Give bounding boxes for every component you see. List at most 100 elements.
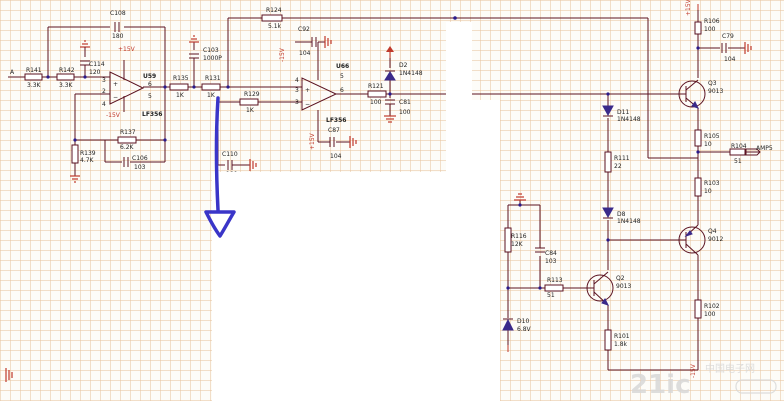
svg-text:1000P: 1000P — [203, 55, 222, 62]
opamp-u59: + − U59 LF356 +15V -15V 3 2 4 6 5 — [102, 46, 162, 119]
resistor-r137: R137 6.2K — [117, 129, 137, 151]
svg-text:3.3K: 3.3K — [59, 82, 74, 89]
svg-text:100: 100 — [370, 99, 382, 106]
svg-text:100: 100 — [399, 109, 411, 116]
svg-text:R141: R141 — [26, 67, 42, 74]
transistor-q4: Q4 9012 — [678, 224, 723, 256]
svg-text:中国电子网: 中国电子网 — [705, 362, 755, 375]
svg-text:C106: C106 — [132, 155, 148, 162]
transistor-q3: Q3 9013 — [678, 79, 723, 109]
svg-text:R111: R111 — [614, 155, 630, 162]
svg-text:51: 51 — [547, 292, 555, 299]
capacitor-c87: C87 104 — [328, 127, 342, 160]
u59-neg-supply: -15V — [106, 112, 121, 119]
resistor-r104: R104 51 — [729, 143, 747, 165]
svg-text:−: − — [305, 101, 310, 108]
svg-text:−: − — [113, 94, 118, 101]
svg-text:10: 10 — [704, 188, 712, 195]
output-port — [744, 148, 761, 156]
svg-text:D10: D10 — [517, 318, 529, 325]
capacitor-c81: C81 100 — [385, 99, 411, 116]
svg-text:3: 3 — [295, 87, 299, 94]
svg-text:C81: C81 — [399, 99, 411, 106]
svg-text:R104: R104 — [731, 143, 747, 150]
ground-symbols — [5, 4, 752, 382]
resistor-r103: R103 10 — [694, 177, 720, 197]
resistor-r129: R129 1K — [239, 91, 260, 114]
svg-text:D2: D2 — [399, 62, 408, 69]
resistor-r113: R113 51 — [544, 277, 564, 299]
svg-text:C87: C87 — [328, 127, 340, 134]
svg-text:R131: R131 — [205, 75, 221, 82]
u59-pos-supply: +15V — [118, 46, 136, 53]
svg-text:2: 2 — [102, 88, 106, 95]
svg-text:5: 5 — [148, 93, 152, 100]
opamp-u66-name: U66 — [336, 63, 349, 70]
svg-text:C108: C108 — [110, 10, 126, 17]
svg-text:D11: D11 — [617, 109, 629, 116]
svg-text:R135: R135 — [173, 75, 189, 82]
watermark: 21ic 中国电子网 — [630, 362, 777, 400]
svg-text:R137: R137 — [120, 129, 136, 136]
resistor-r105: R105 10 — [694, 129, 720, 148]
svg-text:D8: D8 — [617, 211, 626, 218]
resistor-r131: R131 1K — [201, 75, 221, 99]
svg-text:100: 100 — [704, 26, 716, 33]
output-label: AMP5 — [756, 145, 773, 152]
svg-text:R121: R121 — [368, 83, 384, 90]
svg-text:4.7K: 4.7K — [80, 157, 95, 164]
resistor-r116: R116 12K — [504, 227, 527, 253]
svg-text:9013: 9013 — [708, 88, 723, 95]
svg-text:R103: R103 — [704, 180, 720, 187]
svg-text:100: 100 — [704, 311, 716, 318]
svg-text:R101: R101 — [614, 333, 630, 340]
svg-text:3: 3 — [102, 77, 106, 84]
transistor-q2: Q2 9013 — [586, 271, 631, 306]
diode-d8: D8 1N4148 — [602, 207, 641, 225]
svg-text:C84: C84 — [545, 250, 557, 257]
svg-text:104: 104 — [330, 153, 342, 160]
capacitor-c114: C114 120 — [80, 60, 105, 76]
resistor-r142: R142 3.3K — [56, 67, 75, 89]
resistor-r135: R135 1K — [169, 75, 189, 99]
capacitor-c92: C92 104 — [298, 26, 317, 57]
svg-text:R116: R116 — [511, 233, 527, 240]
opamp-u66-part: LF356 — [326, 117, 346, 124]
resistor-r121: R121 100 — [367, 83, 387, 106]
svg-text:10: 10 — [704, 141, 712, 148]
resistor-r106: R106 100 — [694, 18, 720, 35]
capacitor-c106: C106 103 — [123, 155, 148, 171]
svg-text:103: 103 — [134, 164, 146, 171]
capacitor-c79: C79 104 — [721, 33, 736, 63]
svg-text:22: 22 — [614, 163, 622, 170]
opamp-u59-name: U59 — [143, 73, 156, 80]
svg-text:1.8k: 1.8k — [614, 341, 628, 348]
svg-text:R142: R142 — [59, 67, 75, 74]
svg-text:R129: R129 — [244, 91, 260, 98]
svg-text:120: 120 — [89, 69, 101, 76]
svg-text:6: 6 — [148, 81, 152, 88]
capacitor-c84: C84 103 — [535, 247, 557, 265]
svg-text:103: 103 — [545, 258, 557, 265]
svg-text:3.3K: 3.3K — [27, 82, 42, 89]
svg-text:4: 4 — [295, 77, 299, 84]
svg-text:12K: 12K — [511, 241, 524, 248]
svg-text:R105: R105 — [704, 133, 720, 140]
resistor-r111: R111 22 — [604, 151, 630, 173]
blank-region — [212, 22, 500, 401]
q3-supply: +15V — [685, 0, 692, 16]
svg-text:R124: R124 — [266, 7, 282, 14]
u66-neg-supply: -15V — [279, 47, 286, 62]
svg-text:104: 104 — [724, 56, 736, 63]
diode-d2: D2 1N4148 — [384, 62, 423, 81]
svg-text:5: 5 — [340, 73, 344, 80]
svg-text:1N4148: 1N4148 — [617, 116, 641, 123]
resistor-r139: R139 4.7K — [71, 144, 96, 164]
svg-text:Q3: Q3 — [708, 80, 717, 87]
hand-drawn-arrow-annotation — [204, 96, 236, 238]
svg-text:1N4148: 1N4148 — [399, 70, 423, 77]
svg-text:9012: 9012 — [708, 236, 723, 243]
svg-text:C110: C110 — [222, 151, 238, 158]
input-label-a: A — [10, 69, 15, 76]
svg-text:4: 4 — [102, 101, 106, 108]
